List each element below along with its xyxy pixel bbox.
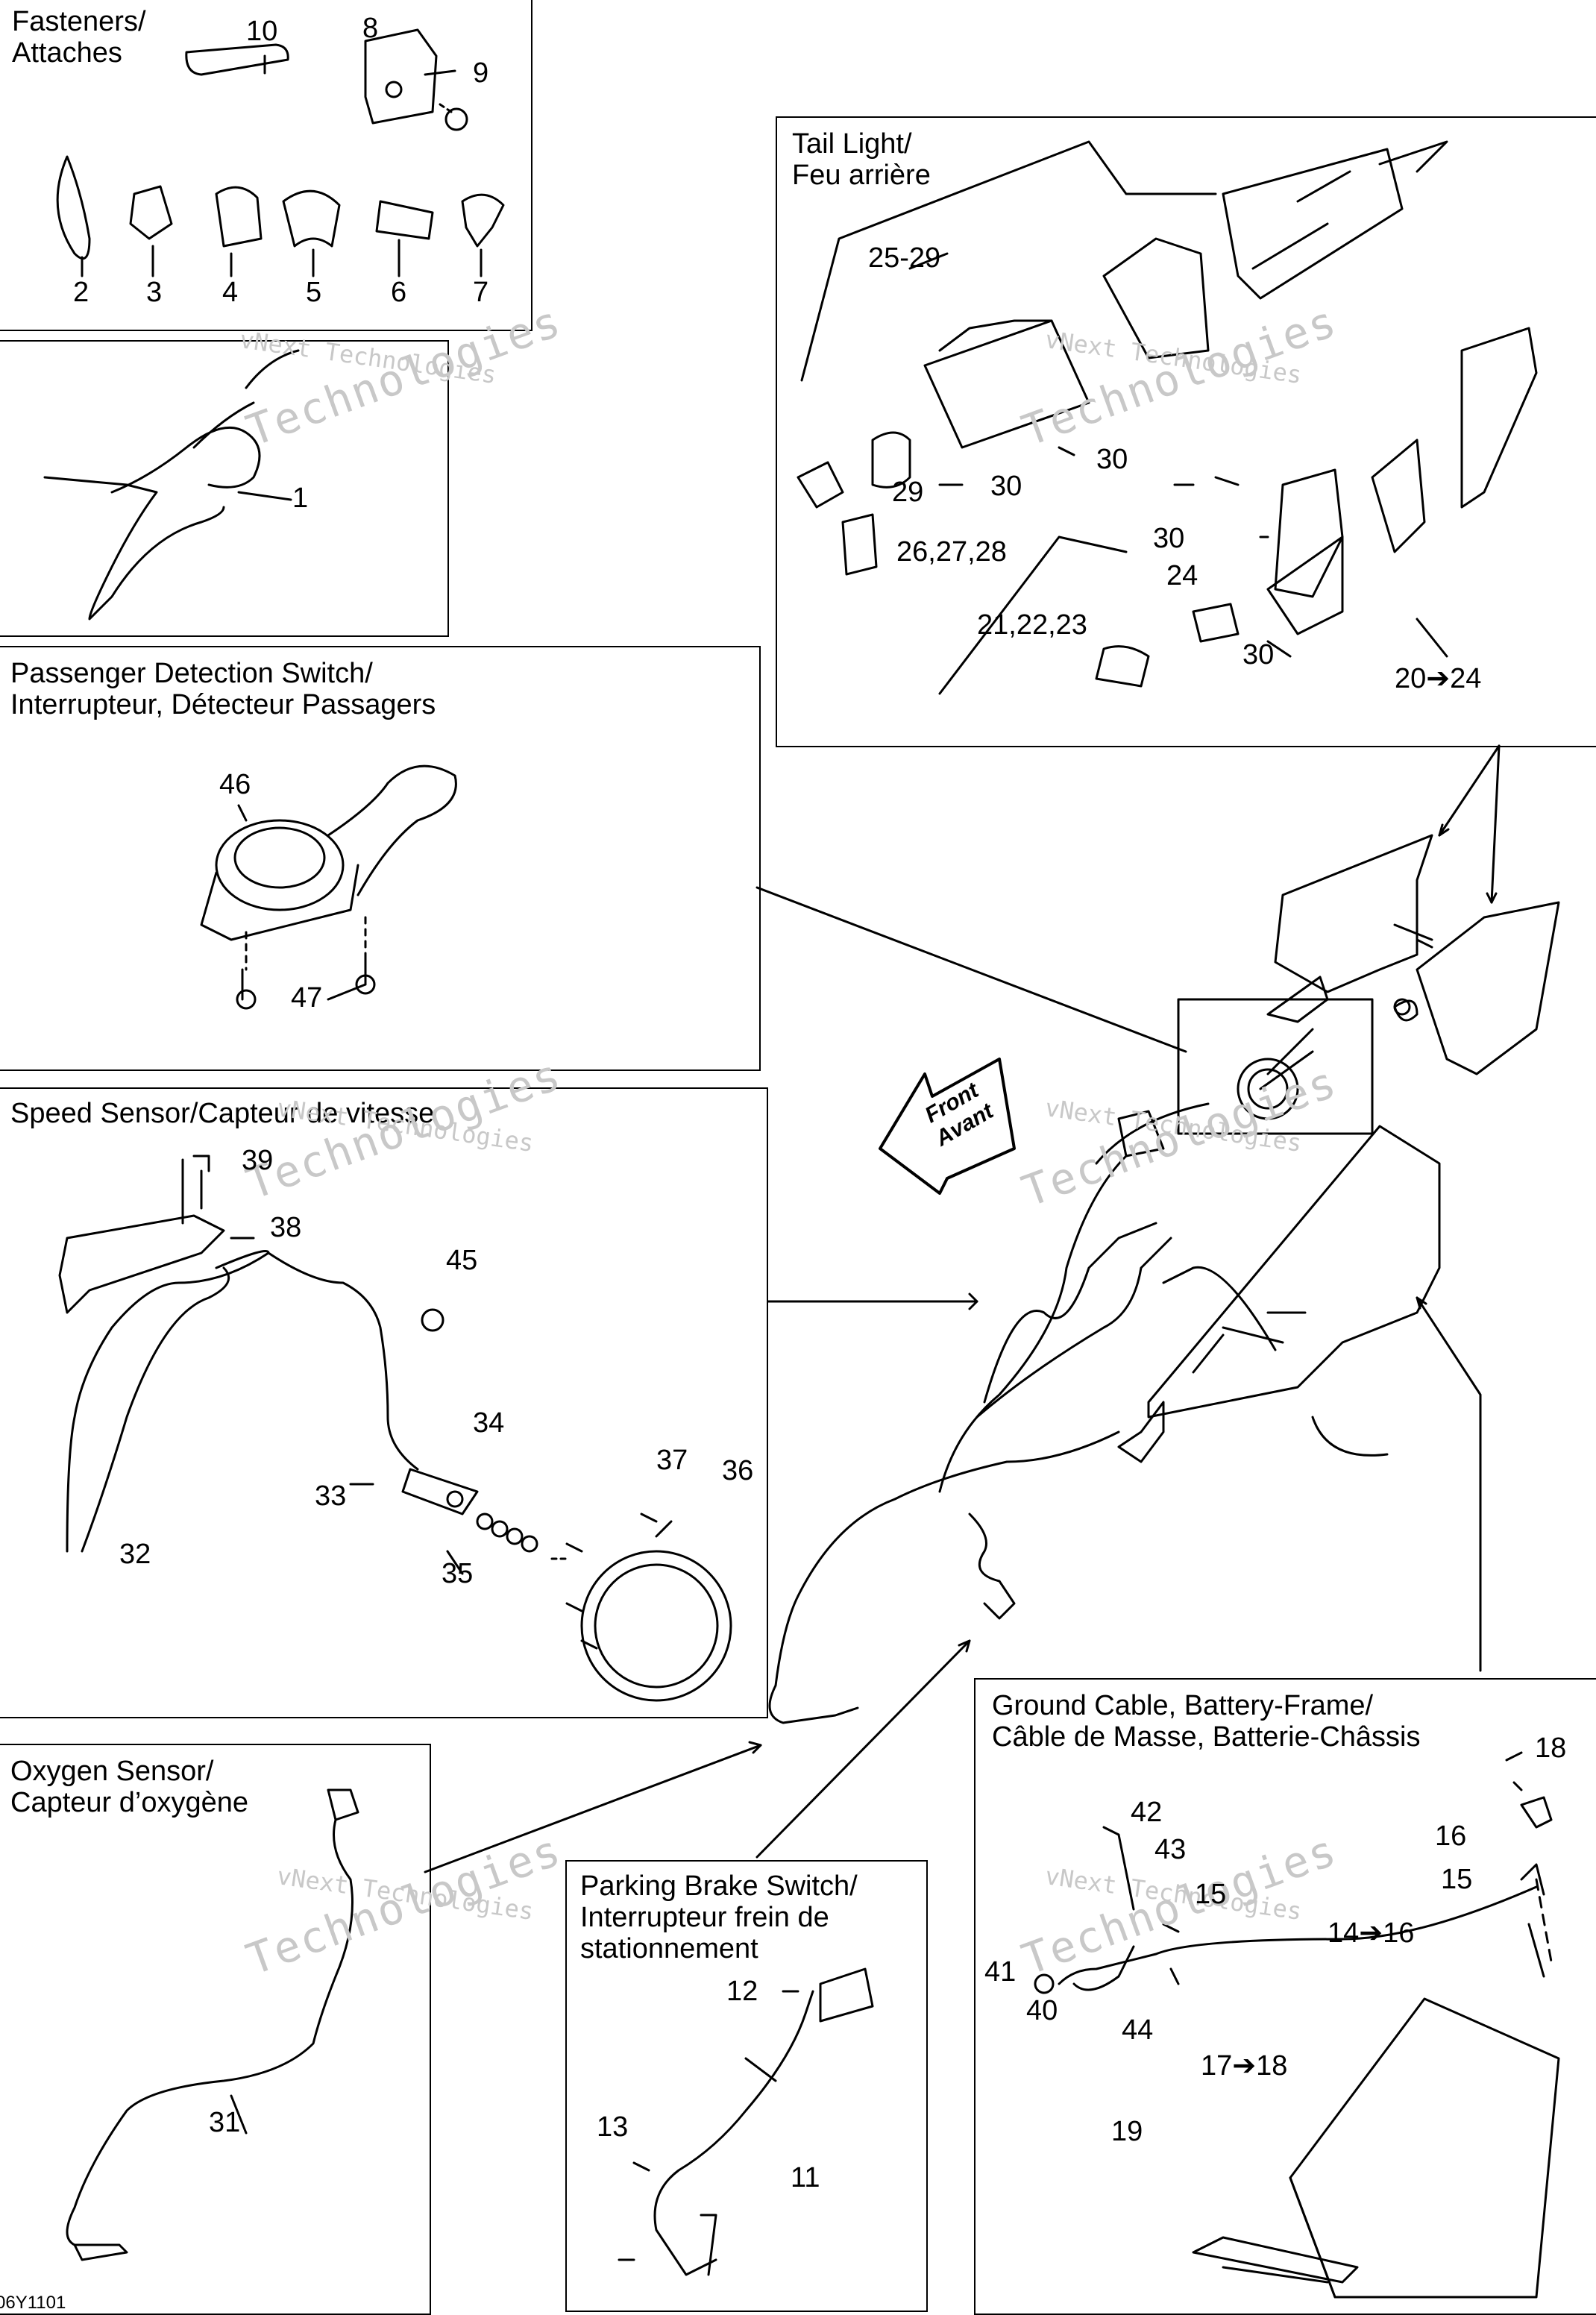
part-number: 47 bbox=[291, 982, 323, 1014]
part-number: 5 bbox=[306, 277, 322, 308]
speed-sensor-panel bbox=[0, 1087, 768, 1718]
part-number: 1 bbox=[292, 483, 309, 514]
tail-light-panel bbox=[776, 116, 1596, 747]
part-number: 39 bbox=[242, 1145, 274, 1176]
part-number: 45 bbox=[446, 1245, 478, 1276]
part-number: 33 bbox=[315, 1480, 347, 1512]
part-number: 15 bbox=[1441, 1864, 1473, 1895]
parking-brake-panel bbox=[565, 1860, 928, 2312]
ground-battery-parts bbox=[1034, 1751, 1560, 2299]
part-number: 7 bbox=[473, 277, 489, 308]
part-number: 4 bbox=[222, 277, 239, 308]
pointer-lines bbox=[424, 744, 1501, 1873]
part-number: 42 bbox=[1131, 1797, 1163, 1828]
passenger-switch-parts bbox=[200, 764, 457, 1010]
passenger-switch-panel-title: Passenger Detection Switch/ Interrupteur… bbox=[10, 658, 436, 720]
part-number: 30 bbox=[1153, 523, 1185, 554]
passenger-switch-panel bbox=[0, 646, 761, 1071]
part-number: 8 bbox=[362, 13, 379, 44]
part-number: 31 bbox=[209, 2107, 241, 2138]
part-number: 20➔24 bbox=[1395, 663, 1482, 694]
part-number: 37 bbox=[656, 1445, 688, 1476]
part-number: 24 bbox=[1166, 560, 1198, 591]
part-number: 6 bbox=[391, 277, 407, 308]
fastener-parts bbox=[56, 28, 505, 277]
tail-light-parts bbox=[797, 140, 1538, 695]
main-assembly bbox=[768, 834, 1560, 1724]
part-number: 32 bbox=[119, 1539, 151, 1570]
part-number: 30 bbox=[1096, 444, 1128, 475]
tail-light-panel-title: Tail Light/ Feu arrière bbox=[792, 128, 931, 191]
part-number: 43 bbox=[1154, 1834, 1187, 1865]
part-number: 46 bbox=[219, 769, 251, 800]
oxygen-sensor-panel bbox=[0, 1744, 431, 2315]
part-number: 26,27,28 bbox=[896, 536, 1007, 568]
part-number: 36 bbox=[722, 1455, 754, 1486]
part-number: 40 bbox=[1026, 1995, 1058, 2026]
part-number: 25-29 bbox=[868, 242, 941, 274]
part-number: 3 bbox=[146, 277, 163, 308]
part-number: 15 bbox=[1195, 1879, 1227, 1910]
part-number: 30 bbox=[1242, 639, 1275, 670]
part-number: 12 bbox=[726, 1976, 758, 2007]
ground-cable-panel bbox=[974, 1678, 1596, 2315]
part-number: 29 bbox=[892, 477, 924, 508]
part-number: 19 bbox=[1111, 2116, 1143, 2147]
part-number: 21,22,23 bbox=[977, 609, 1087, 641]
speed-sensor-panel-title: Speed Sensor/Capteur de vitesse bbox=[10, 1098, 435, 1129]
part-number: 16 bbox=[1435, 1821, 1467, 1852]
oxygen-sensor-panel-title: Oxygen Sensor/ Capteur d’oxygène bbox=[10, 1756, 248, 1818]
part-number: 34 bbox=[473, 1407, 505, 1439]
part-number: 14➔16 bbox=[1328, 1917, 1415, 1949]
part-number: 11 bbox=[791, 2162, 820, 2193]
drawing-code: 06Y1101 bbox=[0, 2293, 66, 2313]
part-number: 13 bbox=[597, 2111, 629, 2143]
parking-brake-parts bbox=[618, 1967, 874, 2276]
main-harness-sketch bbox=[43, 349, 300, 621]
part-number: 38 bbox=[270, 1212, 302, 1243]
parking-brake-panel-title: Parking Brake Switch/ Interrupteur frein… bbox=[580, 1870, 858, 1964]
fasteners-panel bbox=[0, 0, 532, 331]
part-number: 9 bbox=[473, 57, 489, 89]
part-number: 10 bbox=[246, 16, 278, 47]
part-number: 17➔18 bbox=[1201, 2050, 1288, 2082]
part-number: 18 bbox=[1535, 1733, 1567, 1764]
front-arrow-shape bbox=[879, 1058, 1016, 1195]
part-number: 30 bbox=[990, 471, 1022, 502]
part-number: 41 bbox=[984, 1956, 1017, 1988]
part-number: 2 bbox=[73, 277, 89, 308]
speed-sensor-parts bbox=[58, 1155, 732, 1702]
fasteners-panel-title: Fasteners/ Attaches bbox=[12, 6, 146, 69]
part-number: 44 bbox=[1122, 2014, 1154, 2046]
oxygen-sensor-parts bbox=[66, 1788, 359, 2261]
part-number: 35 bbox=[442, 1558, 474, 1589]
main-harness-panel bbox=[0, 340, 449, 637]
ground-cable-panel-title: Ground Cable, Battery-Frame/ Câble de Ma… bbox=[992, 1690, 1421, 1753]
